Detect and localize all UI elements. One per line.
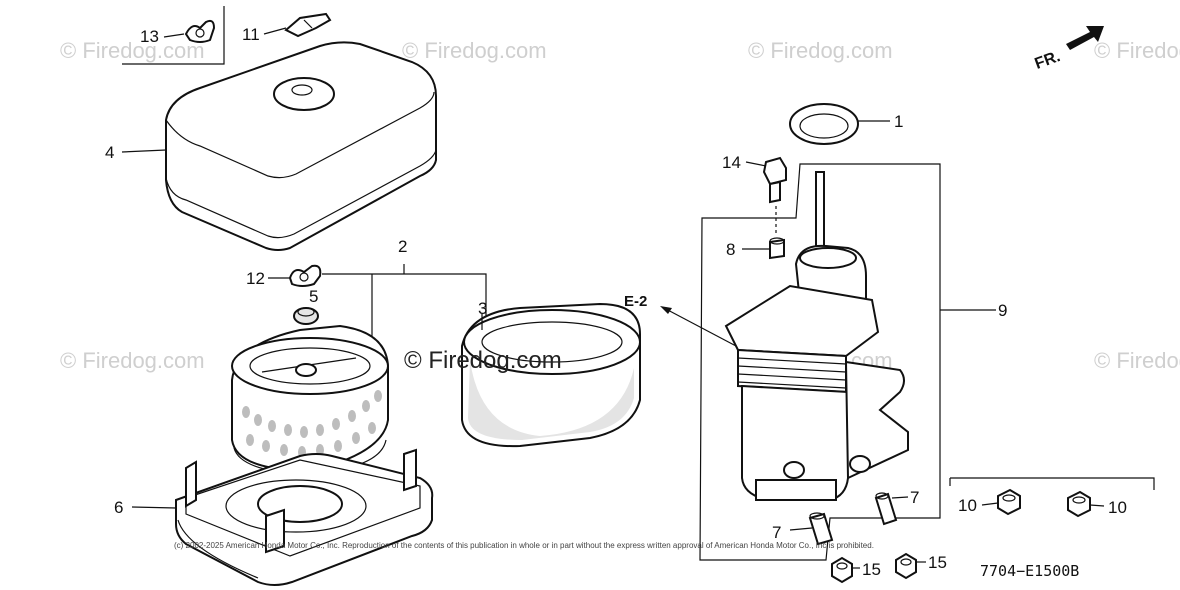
callout-5: 5 xyxy=(309,287,318,306)
callout-4: 4 xyxy=(105,143,114,162)
flange-nut-part-10-left xyxy=(997,488,1021,516)
air-filter-element-part-2 xyxy=(231,324,389,475)
callout-8: 8 xyxy=(726,240,735,259)
group-bracket-9 xyxy=(699,163,941,561)
flange-nut-part-15-left xyxy=(831,556,853,584)
air-cleaner-case-part-9 xyxy=(724,171,909,501)
callout-6: 6 xyxy=(114,498,123,517)
group-bracket xyxy=(322,273,487,330)
collar-part-8 xyxy=(769,237,785,260)
callout-7-lower: 7 xyxy=(772,523,781,542)
callout-9: 9 xyxy=(998,301,1007,320)
flange-nut-part-10-right xyxy=(1067,490,1091,518)
callout-15-right: 15 xyxy=(928,553,947,572)
watermark: © Firedog.com xyxy=(402,38,547,63)
callout-2: 2 xyxy=(398,237,407,256)
tube-part-7-lower xyxy=(808,512,834,546)
group-bracket-10 xyxy=(950,477,1155,490)
wing-nut-part-13 xyxy=(184,19,216,43)
center-watermark: © Firedog.com xyxy=(404,347,562,374)
wing-nut-part-12 xyxy=(288,264,322,287)
watermark: © Firedog.com xyxy=(60,38,205,63)
gasket-part-1 xyxy=(789,103,859,145)
drawing-number: 7704−E1500B xyxy=(980,562,1079,580)
foam-element-part-3 xyxy=(461,302,641,448)
callout-13: 13 xyxy=(140,27,159,46)
callout-10-right: 10 xyxy=(1108,498,1127,517)
direction-label: FR. xyxy=(1033,48,1063,73)
callout-3: 3 xyxy=(478,299,487,318)
watermark: © Firedog.com xyxy=(1094,38,1180,63)
callout-10-left: 10 xyxy=(958,496,977,515)
clip-part-11 xyxy=(284,12,332,38)
callout-14: 14 xyxy=(722,153,741,172)
leader-lines xyxy=(121,27,1105,569)
callout-1: 1 xyxy=(894,112,903,131)
callout-12: 12 xyxy=(246,269,265,288)
air-cleaner-base-part-6 xyxy=(175,448,434,586)
watermark: © Firedog.com xyxy=(60,348,205,373)
bracket-line xyxy=(122,6,225,65)
air-cleaner-cover-part-4 xyxy=(165,41,437,251)
callout-11: 11 xyxy=(242,25,260,44)
tube-part-7-upper xyxy=(874,492,898,526)
bolt-part-14 xyxy=(762,156,787,204)
watermark: © Firedog.com xyxy=(748,38,893,63)
watermark: © Firedog.com xyxy=(1094,348,1180,373)
callout-7-upper: 7 xyxy=(910,488,919,507)
flange-nut-part-15-right xyxy=(895,552,917,580)
callout-15-left: 15 xyxy=(862,560,881,579)
reference-code: E-2 xyxy=(624,293,647,310)
copyright-notice: (c) 2002-2025 American Honda Motor Co., … xyxy=(174,541,874,550)
grommet-part-5 xyxy=(293,307,319,325)
callouts: 13 11 4 2 12 5 3 6 1 14 8 9 7 7 10 10 15… xyxy=(105,25,1127,579)
